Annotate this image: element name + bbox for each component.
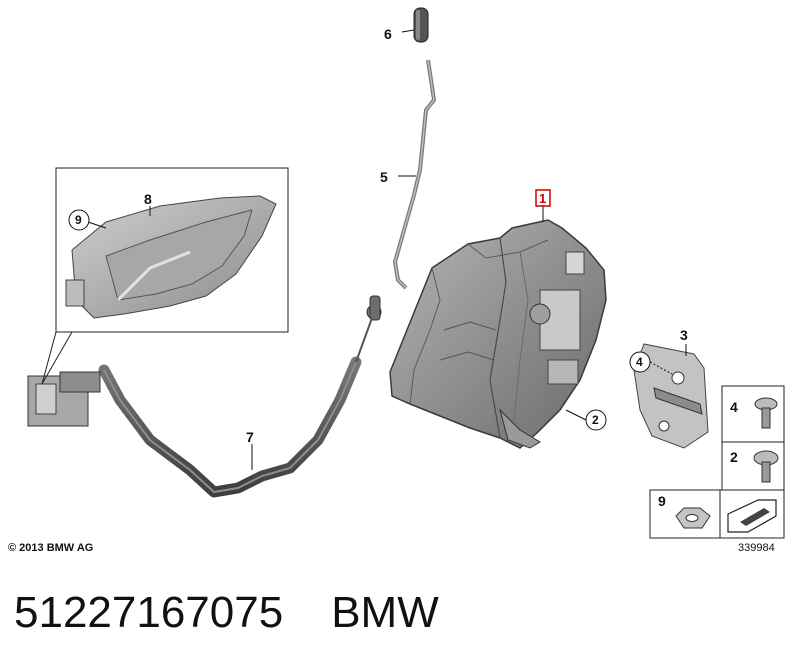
callout-7: 7 xyxy=(246,429,254,445)
leader-2 xyxy=(565,409,587,421)
part-7-bowden-cable xyxy=(27,317,373,498)
brand-name: BMW xyxy=(331,588,439,637)
part-3-striker xyxy=(633,343,709,449)
legend-clip-nut xyxy=(649,489,785,539)
callout-6: 6 xyxy=(384,26,392,42)
callout-9-circle xyxy=(68,209,90,231)
callout-1: 1 xyxy=(539,191,546,206)
callout-4-circle xyxy=(629,351,651,373)
legend-label-9: 9 xyxy=(658,493,666,509)
leader-9 xyxy=(87,221,107,229)
legend-label-4: 4 xyxy=(730,399,738,415)
part-1-door-lock xyxy=(366,219,607,449)
callout-4: 4 xyxy=(636,355,643,369)
callout-5: 5 xyxy=(380,169,388,185)
callout-3: 3 xyxy=(680,327,688,343)
inset-handle-box xyxy=(41,167,289,385)
callout-2: 2 xyxy=(592,413,599,427)
leader-6 xyxy=(401,29,415,33)
callout-9: 9 xyxy=(75,213,82,227)
copyright-notice: © 2013 BMW AG xyxy=(8,542,94,554)
legend-screws xyxy=(721,385,785,493)
part-number: 51227167075 xyxy=(14,588,284,637)
parts-diagram: 6 5 1 8 9 7 2 3 4 4 2 9 xyxy=(27,7,785,539)
legend-label-2: 2 xyxy=(730,449,738,465)
leader-4 xyxy=(649,361,673,375)
diagram-id: 339984 xyxy=(738,542,775,554)
footer-caption: 51227167075 BMW xyxy=(14,588,439,638)
part-5-rod xyxy=(393,59,436,290)
callout-8: 8 xyxy=(144,191,152,207)
part-6-cap xyxy=(413,7,429,43)
callout-2-circle xyxy=(585,409,607,431)
